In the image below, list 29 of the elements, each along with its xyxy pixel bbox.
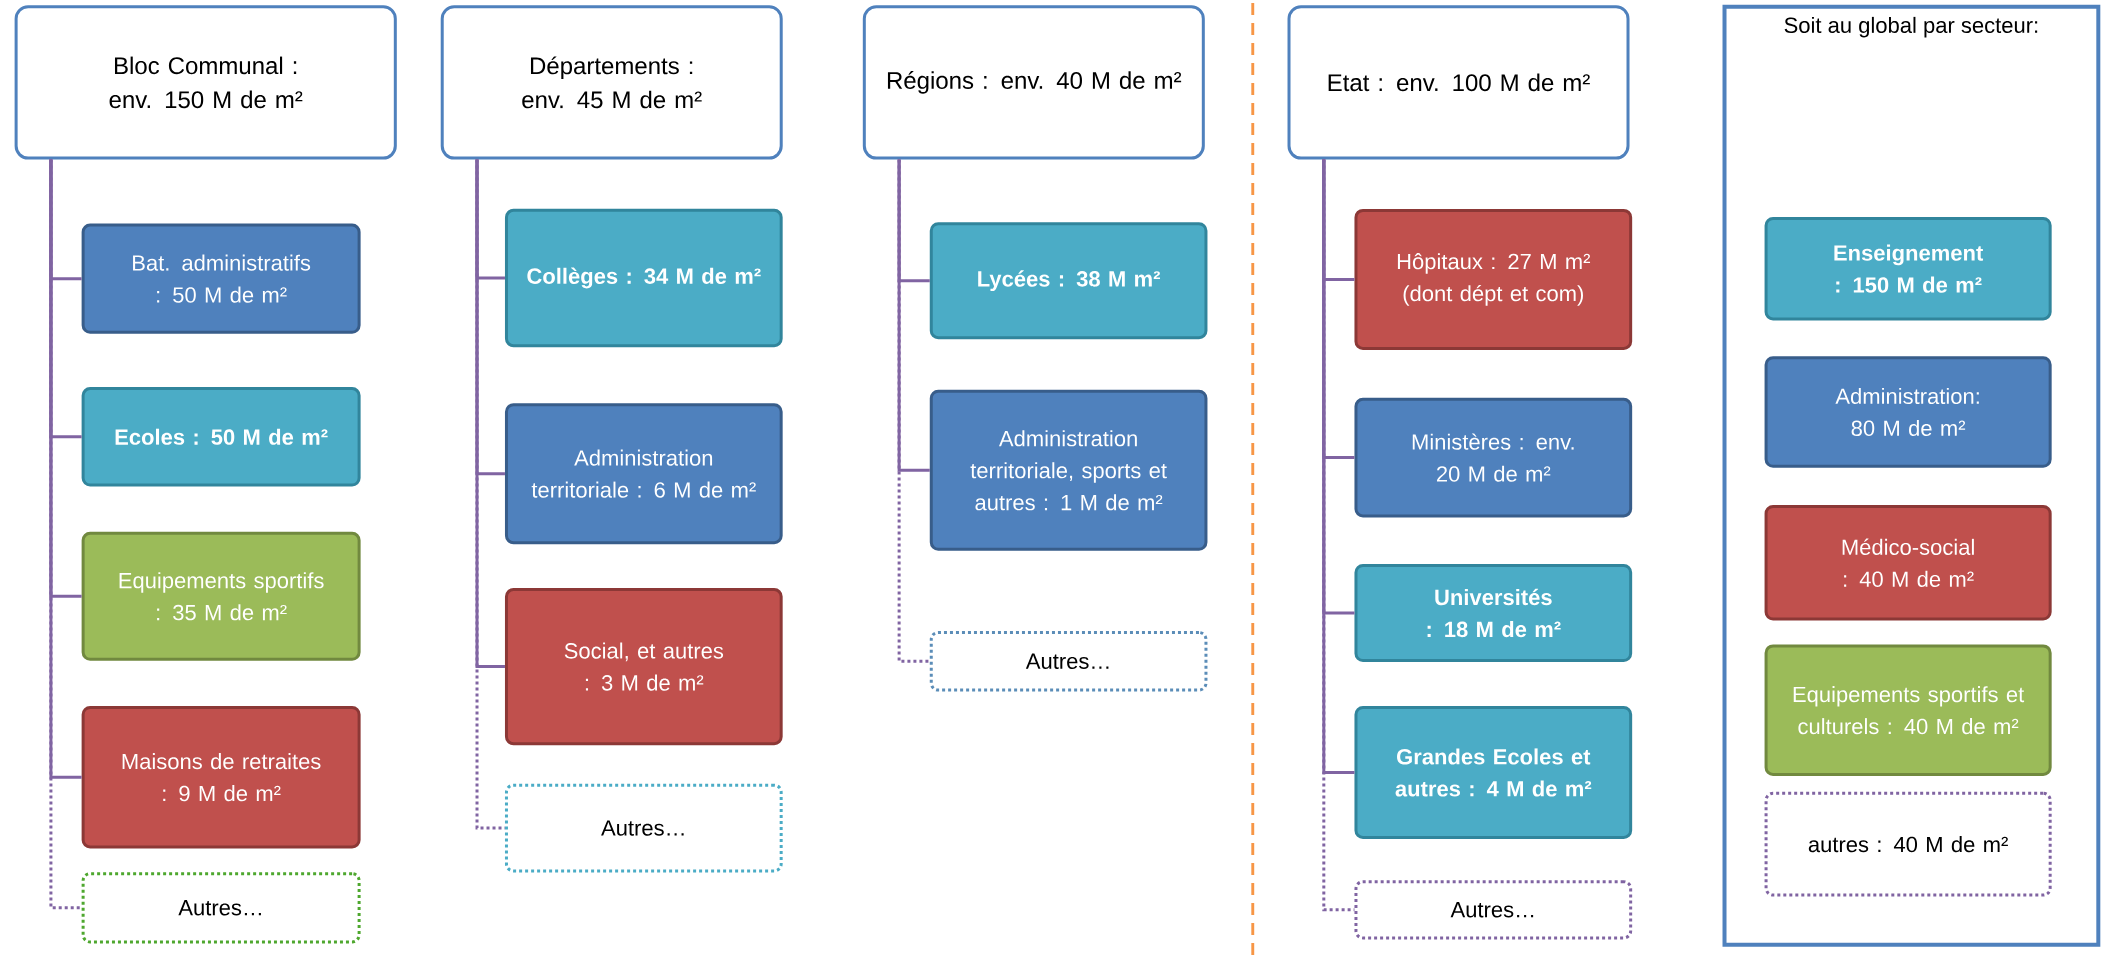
sector-box: Hôpitaux : 27 M m² (dont dépt et com) (1354, 208, 1633, 350)
other-box: Autres… (81, 872, 361, 944)
sector-box: Maisons de retraites : 9 M de m² (81, 706, 361, 849)
sector-box: Bat. administratifs : 50 M de m² (81, 223, 361, 334)
sector-box: Administration: 80 M de m² (1764, 356, 2052, 468)
other-box: autres : 40 M de m² (1764, 791, 2052, 897)
other-box: Autres… (929, 631, 1208, 692)
sector-box: Equipements sportifs et culturels : 40 M de m² (1764, 644, 2052, 776)
sector-box: Grandes Ecoles et autres : 4 M de m² (1354, 706, 1633, 839)
category-box: Etat : env. 100 M de m² (1287, 5, 1630, 160)
sector-box: Administration territoriale : 6 M de m² (504, 403, 783, 545)
other-box: Autres… (504, 783, 783, 873)
sector-box: Universités : 18 M de m² (1354, 563, 1633, 663)
sector-box: Equipements sportifs : 35 M de m² (81, 531, 361, 661)
sector-box: Social, et autres : 3 M de m² (504, 588, 783, 746)
sector-box: Administration territoriale, sports et autres : 1 M de m² (929, 389, 1208, 551)
sector-box: Ministères : env. 20 M de m² (1354, 397, 1633, 518)
connector-line (49, 159, 82, 910)
sector-box: Enseignement : 150 M de m² (1764, 216, 2052, 321)
sector-box: Collèges : 34 M de m² (504, 208, 783, 348)
sector-box: Médico-social : 40 M de m² (1764, 505, 2052, 621)
category-box: Départements : env. 45 M de m² (440, 5, 783, 160)
category-box: Bloc Communal : env. 150 M de m² (14, 5, 397, 160)
sector-box: Ecoles : 50 M de m² (81, 387, 361, 487)
other-box: Autres… (1354, 880, 1633, 940)
connector-line (475, 159, 505, 830)
connector-line (897, 159, 930, 663)
category-box: Régions : env. 40 M de m² (862, 5, 1205, 160)
sector-box: Lycées : 38 M m² (929, 222, 1208, 340)
